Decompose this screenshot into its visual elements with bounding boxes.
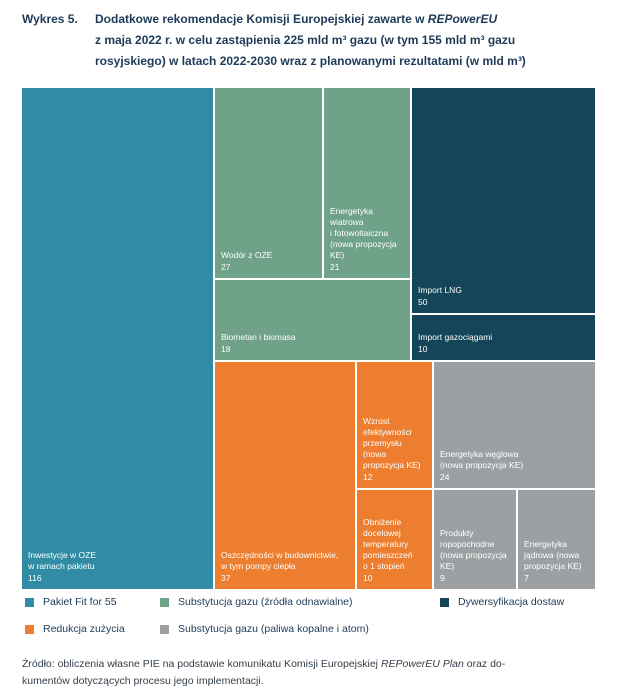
cell-label: Wzrost efektywności przemysłu (nowa prop… (363, 415, 421, 470)
cell-label: Energetyka jądrowa (nowa propozycja KE) (524, 538, 582, 571)
legend-item-pakiet-fit-for-55: Pakiet Fit for 55 (25, 596, 117, 608)
treemap-cell-biometan-biomasa: Biometan i biomasa 18 (215, 280, 410, 360)
cell-value: 116 (28, 572, 42, 583)
cell-label: Wodór z OZE (221, 249, 273, 260)
treemap-cell-import-gazociagami: Import gazociągami 10 (412, 315, 595, 360)
legend-swatch-icon (160, 597, 169, 607)
source-line1-italic: REPowerEU Plan (380, 658, 464, 670)
legend-swatch-icon (160, 624, 169, 634)
legend-label: Dywersyfikacja dostaw (458, 596, 565, 608)
cell-label: Oszczędności w budownictwie, w tym pompy… (221, 549, 339, 571)
cell-value: 50 (418, 296, 428, 307)
title-line2: z maja 2022 r. w celu zastąpienia 225 ml… (95, 33, 516, 47)
cell-value: 10 (418, 343, 428, 354)
legend-swatch-icon (440, 597, 449, 607)
legend-item-substytucja-odnawialne: Substytucja gazu (źródła odnawialne) (160, 596, 353, 608)
cell-value: 24 (440, 471, 450, 482)
cell-label: Produkty ropopochodne (nowa propozycja K… (440, 527, 507, 571)
treemap-cell-energetyka-weglowa: Energetyka węglowa (nowa propozycja KE) … (434, 362, 595, 488)
cell-value: 18 (221, 343, 231, 354)
legend-item-substytucja-kopalne-atom: Substytucja gazu (paliwa kopalne i atom) (160, 623, 369, 635)
treemap-chart: Inwestycje w OZE w ramach pakietu 116 Wo… (22, 88, 595, 589)
cell-label: Import LNG (418, 284, 462, 295)
figure-header: Wykres 5. Dodatkowe rekomendacje Komisji… (22, 9, 600, 72)
legend-label: Pakiet Fit for 55 (43, 596, 117, 608)
treemap-cell-oszczednosci-budownictwo: Oszczędności w budownictwie, w tym pompy… (215, 362, 355, 589)
legend-item-dywersyfikacja-dostaw: Dywersyfikacja dostaw (440, 596, 564, 608)
legend-item-redukcja-zuzycia: Redukcja zużycia (25, 623, 125, 635)
treemap-cell-efektywnosc-przemyslu: Wzrost efektywności przemysłu (nowa prop… (357, 362, 432, 488)
treemap-cell-energetyka-wiatrowa-fotowoltaiczna: Energetyka wiatrowa i fotowoltaiczna (no… (324, 88, 410, 278)
cell-value: 10 (363, 572, 373, 583)
cell-value: 9 (440, 572, 445, 583)
figure-title: Dodatkowe rekomendacje Komisji Europejsk… (95, 9, 600, 72)
figure-number: Wykres 5. (22, 12, 78, 26)
cell-value: 37 (221, 572, 231, 583)
title-line1-text: Dodatkowe rekomendacje Komisji Europejsk… (95, 12, 428, 26)
cell-label: Energetyka wiatrowa i fotowoltaiczna (no… (330, 205, 397, 260)
treemap-cell-produkty-ropopochodne: Produkty ropopochodne (nowa propozycja K… (434, 490, 516, 589)
treemap-cell-import-lng: Import LNG 50 (412, 88, 595, 313)
legend-swatch-icon (25, 597, 34, 607)
legend-label: Redukcja zużycia (43, 623, 125, 635)
source-line1-text: Źródło: obliczenia własne PIE na podstaw… (22, 658, 381, 670)
cell-label: Energetyka węglowa (nowa propozycja KE) (440, 448, 524, 470)
legend: Pakiet Fit for 55 Substytucja gazu (źród… (0, 594, 617, 650)
treemap-cell-obnizenie-temperatury: Obniżenie docelowej temperatury pomieszc… (357, 490, 432, 589)
cell-label: Obniżenie docelowej temperatury pomieszc… (363, 516, 413, 571)
legend-label: Substytucja gazu (paliwa kopalne i atom) (178, 623, 369, 635)
cell-label: Import gazociągami (418, 331, 493, 342)
title-line1-italic: REPowerEU (427, 12, 498, 26)
treemap-cell-wodor-z-oze: Wodór z OZE 27 (215, 88, 322, 278)
source-line2: kumentów dotyczących procesu jego implem… (22, 675, 264, 687)
title-line3: rosyjskiego) w latach 2022-2030 wraz z p… (95, 54, 526, 68)
cell-value: 12 (363, 471, 373, 482)
cell-value: 7 (524, 572, 529, 583)
legend-label: Substytucja gazu (źródła odnawialne) (178, 596, 353, 608)
cell-label: Biometan i biomasa (221, 331, 296, 342)
legend-swatch-icon (25, 624, 34, 634)
cell-value: 21 (330, 261, 340, 272)
cell-value: 27 (221, 261, 231, 272)
source-line1-post: oraz do- (463, 658, 506, 670)
treemap-cell-energetyka-jadrowa: Energetyka jądrowa (nowa propozycja KE) … (518, 490, 595, 589)
cell-label: Inwestycje w OZE w ramach pakietu (28, 549, 97, 571)
source-note: Źródło: obliczenia własne PIE na podstaw… (22, 656, 600, 690)
treemap-cell-inwestycje-oze: Inwestycje w OZE w ramach pakietu 116 (22, 88, 213, 589)
